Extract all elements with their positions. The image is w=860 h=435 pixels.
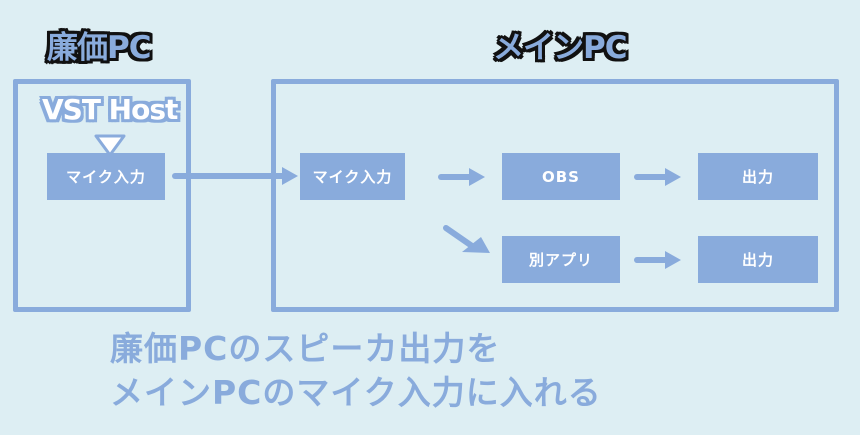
arrow-app-to-output — [634, 251, 681, 269]
other-app-node: 別アプリ — [502, 236, 620, 283]
output-node-1: 出力 — [698, 153, 818, 200]
arrow-mic-to-other-app — [443, 225, 490, 253]
cheap-pc-mic-input-node: マイク入力 — [47, 153, 165, 200]
down-triangle-icon — [94, 134, 126, 157]
arrow-mic-to-obs — [438, 168, 485, 186]
vst-host-label: VST Host — [42, 93, 178, 126]
caption-line-2: メインPCのマイク入力に入れる — [110, 373, 602, 412]
caption-line-1: 廉価PCのスピーカ出力を — [110, 329, 501, 368]
arrow-obs-to-output — [634, 168, 681, 186]
cheap-pc-title: 廉価PC — [47, 30, 151, 66]
output-node-2: 出力 — [698, 236, 818, 283]
arrow-cheap-to-main — [172, 167, 298, 185]
main-pc-title: メインPC — [493, 30, 627, 66]
cheap-pc-frame — [13, 79, 191, 312]
main-pc-mic-input-node: マイク入力 — [300, 153, 405, 200]
obs-node: OBS — [502, 153, 620, 200]
main-pc-frame — [271, 79, 839, 312]
